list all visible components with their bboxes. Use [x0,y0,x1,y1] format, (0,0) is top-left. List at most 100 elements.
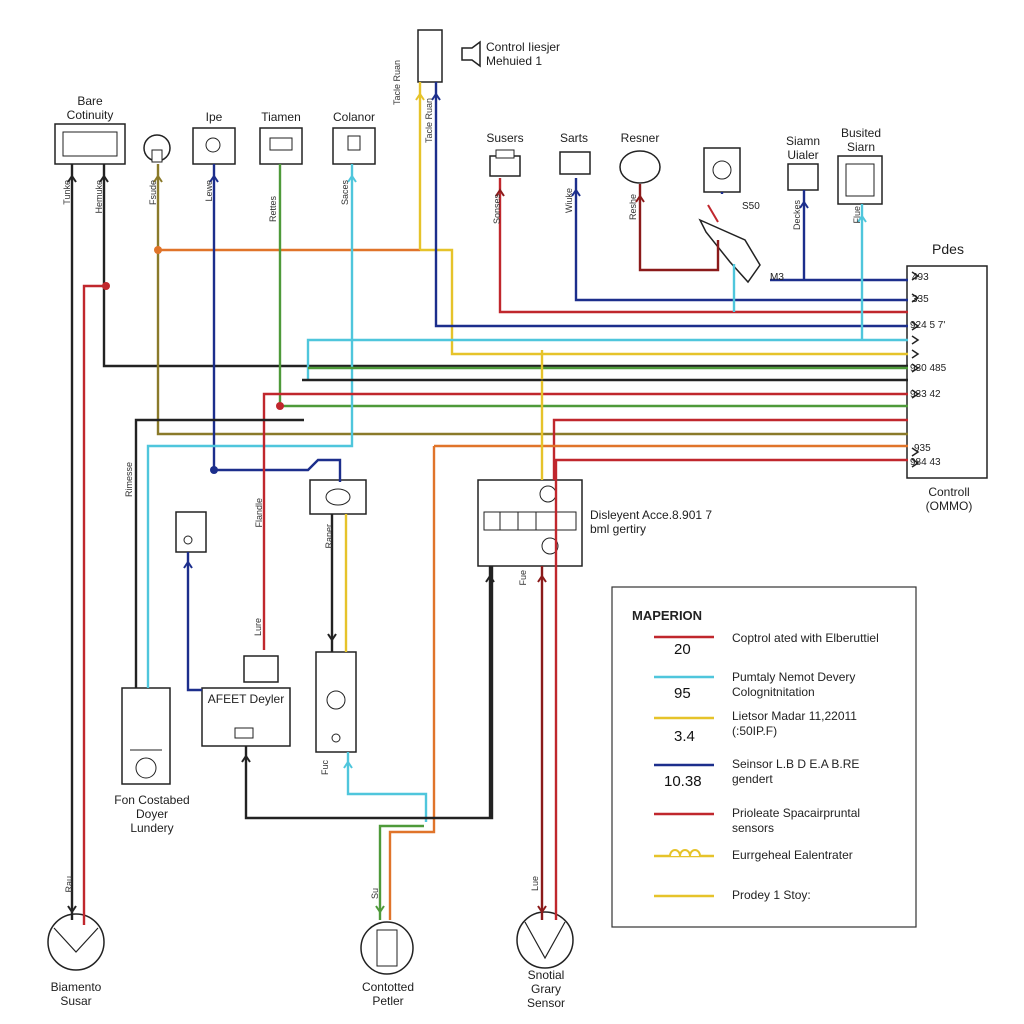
wire-label: Tacle Ruan [392,60,402,106]
legend-description: Lietsor Madar 11,22011(:50IP.F) [732,709,857,738]
pin-label: 930 485 [910,363,947,374]
legend-value: 10.38 [664,773,702,790]
legend-box [611,586,917,928]
wire-arrow [209,174,219,183]
junction-dot [210,466,218,474]
wire-arrow [67,174,77,183]
wire-label: Hemuke [94,180,104,214]
wire-arrow [153,174,163,183]
terminal-arrow [911,349,920,359]
black-wire [102,164,908,368]
wire-label: Fue [518,570,528,586]
wire-arrow [183,560,193,569]
orange-wire [388,446,436,920]
wire-arrow [343,760,353,769]
wire-arrow [375,905,385,914]
wire-arrow [571,188,581,197]
wire-arrow [67,905,77,914]
wire-label: Sonses [492,194,502,225]
m3-label: M3 [770,272,784,283]
legend-swatches [654,635,714,898]
junction-dot [276,402,284,410]
s50-label: S50 [742,201,760,212]
pdes-terminal-block [906,265,988,479]
blue-wire [434,82,908,328]
pin-label: 935 [914,443,931,454]
pin-label: 924 5 7' [910,320,946,331]
pin-label: 984 43 [910,457,941,468]
wire-arrow [347,174,357,183]
blue-wire [574,178,908,302]
wire-label: Flue [852,206,862,224]
red-wire [554,458,908,920]
small-relay-box [243,655,279,683]
coil-icon [662,849,710,857]
resner-sensor [619,150,661,184]
center-sensor-box [703,147,741,193]
sarts-connector [559,151,591,175]
wire-label: Tunke [62,180,72,205]
afeet-label: AFEET Deyler [207,692,285,706]
red-wire [552,418,908,480]
bare-continuity-box [54,123,126,165]
wire-label: Wiuke [564,188,574,214]
wire-label: Rettes [268,196,278,223]
wire-arrow [241,754,251,763]
terminal-arrow [911,335,920,345]
wire-arrow [799,200,809,209]
colanor-box [332,127,376,165]
probe-sensor [698,204,761,284]
dislyent-module [477,479,583,567]
susers-label: Susers [486,131,524,145]
wire-label: Rau [64,876,74,893]
green-wire [378,824,424,920]
cyan-wire [306,338,908,380]
wire-arrow [485,574,495,583]
red-wire [82,284,106,925]
top-control-module [417,29,481,83]
biamento-sensor [47,913,105,971]
terminal-arrow [911,389,920,399]
ipe-box [192,127,236,165]
ipe-label: Ipe [205,110,223,124]
terminal-arrow [911,458,920,468]
wire-arrow [431,92,441,101]
junction-dot [102,282,110,290]
susers-connector [489,149,521,177]
cyan-wire [346,752,428,822]
terminal-arrow [911,271,920,281]
wire-harness [67,82,920,925]
contotted-petler-sensor [360,921,414,975]
pin-label: 335 [912,294,929,305]
wire-arrow [327,633,337,642]
mid-switch-box [175,511,207,553]
pin-label: 933 42 [910,389,941,400]
legend-description: Coptrol ated with Elberuttiel [732,631,879,645]
legend-title: MAPERION [632,608,703,623]
terminal-arrow [911,363,920,373]
legend-value: 20 [674,641,691,658]
legend-description: Eurrgeheal Ealentrater [732,848,853,862]
wire-label: Reshe [628,194,638,221]
darkred-wire [638,184,720,272]
legend-value: 3.4 [674,728,695,745]
junction-dot [154,246,162,254]
wire-arrow [495,188,505,197]
terminal-arrow [911,321,920,331]
tall-module [315,651,357,753]
black-wire [244,566,494,820]
black-wire [134,418,304,688]
pin-label: 493 [912,272,929,283]
blue-wire [186,552,202,692]
wire-label: Fuc [320,760,330,776]
siamn-uialer-box [787,163,819,191]
cyan-wire [146,164,354,688]
